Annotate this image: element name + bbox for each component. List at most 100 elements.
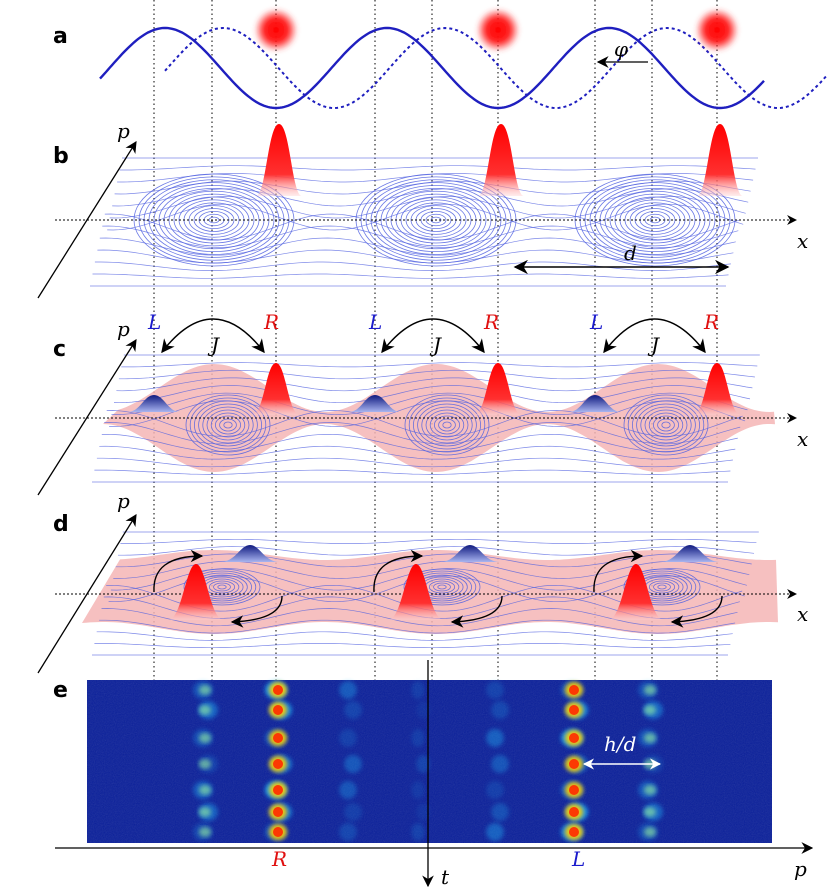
red-wavepacket-d3 xyxy=(608,564,664,620)
contour-ring xyxy=(425,409,469,441)
streamline xyxy=(94,643,731,649)
blue-wavepacket-c2 xyxy=(349,395,401,412)
contour-ring xyxy=(624,202,686,238)
contour-ring xyxy=(433,415,460,435)
contour-ring xyxy=(644,213,666,227)
red-wavepacket-c2 xyxy=(474,363,522,415)
heat-spot xyxy=(491,755,509,773)
contour-ring xyxy=(210,412,246,438)
p-label-d: p xyxy=(117,489,130,513)
wavepacket-peak-b2 xyxy=(478,124,524,196)
t-label: t xyxy=(441,865,450,889)
heat-spot-core xyxy=(569,785,579,795)
heat-spot-warm xyxy=(644,807,656,817)
J-label-c1: J xyxy=(207,333,220,357)
phase-space-contours-c xyxy=(92,354,760,483)
red-wavepacket-d1 xyxy=(168,564,224,620)
contour-ring xyxy=(429,412,465,438)
heat-spot-warm xyxy=(199,827,211,837)
heat-spot-warm xyxy=(199,733,211,743)
panel-letter-a: a xyxy=(53,24,68,49)
contour-ring xyxy=(403,568,481,606)
heat-spot xyxy=(344,701,362,719)
heat-spot-core xyxy=(569,733,579,743)
red-wavepacket-c1 xyxy=(252,363,300,415)
heat-spot xyxy=(344,755,362,773)
atom-blob-2 xyxy=(476,8,520,52)
streamline xyxy=(94,469,731,475)
heat-spot-warm xyxy=(644,685,656,695)
streamline xyxy=(99,619,736,634)
contour-ring xyxy=(653,415,680,435)
contour-ring xyxy=(153,185,275,255)
p-label-e: p xyxy=(794,857,807,881)
heat-spot-core xyxy=(569,685,579,695)
heat-spot xyxy=(339,681,357,699)
L-label-e: L xyxy=(571,847,585,871)
contour-ring xyxy=(173,196,255,244)
rotation-arrow-icon-up-1 xyxy=(153,549,204,593)
streamline xyxy=(102,225,739,248)
contour-ring xyxy=(223,421,233,429)
contour-ring xyxy=(214,415,241,435)
J-label-c3: J xyxy=(647,333,660,357)
heat-spot-core xyxy=(273,759,283,769)
heat-spot xyxy=(486,729,504,747)
heat-spot-core xyxy=(569,705,579,715)
streamline xyxy=(96,631,733,641)
contour-ring xyxy=(648,580,676,594)
streamline xyxy=(116,377,753,392)
contour-ring xyxy=(198,403,258,447)
contour-ring xyxy=(133,173,295,267)
L-label-c3: L xyxy=(589,310,603,334)
contour-ring xyxy=(648,412,684,438)
contour-ring xyxy=(217,584,227,590)
contour-ring xyxy=(636,403,696,447)
rotation-arrow-icon-down-2 xyxy=(450,595,503,628)
streamline xyxy=(99,237,736,256)
heat-spot xyxy=(486,681,504,699)
contour-ring xyxy=(219,418,237,432)
streamline xyxy=(118,369,755,380)
streamline xyxy=(112,188,749,207)
wavepackets-d xyxy=(153,545,723,628)
streamline xyxy=(113,560,750,579)
heat-spot xyxy=(339,781,357,799)
contour-ring xyxy=(202,406,254,444)
streamline xyxy=(99,445,736,460)
contour-ring xyxy=(183,568,261,606)
heat-spot xyxy=(339,729,357,747)
streamline xyxy=(115,553,752,568)
contour-ring xyxy=(206,409,250,441)
contour-ring xyxy=(412,400,481,450)
contour-ring xyxy=(189,397,267,453)
panel-d: d p x xyxy=(37,489,808,674)
wavepacket-peak-b3 xyxy=(697,124,743,196)
R-label-c1: R xyxy=(263,310,279,334)
tunneling-arrow-icon-3 xyxy=(603,318,706,354)
red-wavepacket-d2 xyxy=(388,564,444,620)
streamline xyxy=(106,410,743,437)
wavepacket-peak-b1 xyxy=(256,124,302,196)
panel-c: c p x xyxy=(37,317,808,496)
contour-ring xyxy=(653,582,671,592)
contour-ring xyxy=(208,580,236,594)
R-label-c3: R xyxy=(703,310,719,334)
panel-letter-e: e xyxy=(53,678,68,703)
heat-spot-core xyxy=(569,759,579,769)
heat-spot xyxy=(416,755,430,773)
contour-ring xyxy=(438,418,456,432)
contour-ring xyxy=(428,580,456,594)
heat-spot-warm xyxy=(199,759,211,769)
contour-ring xyxy=(437,584,447,590)
contour-ring xyxy=(433,582,451,592)
blue-wavepacket-c1 xyxy=(128,395,180,412)
heat-spot xyxy=(491,701,509,719)
heat-spot xyxy=(339,823,357,841)
contour-ring xyxy=(425,213,447,227)
heat-spot-warm xyxy=(644,785,656,795)
streamline xyxy=(104,213,741,241)
heat-spot xyxy=(486,823,504,841)
heat-spot xyxy=(411,729,425,747)
x-label-c: x xyxy=(797,427,808,451)
